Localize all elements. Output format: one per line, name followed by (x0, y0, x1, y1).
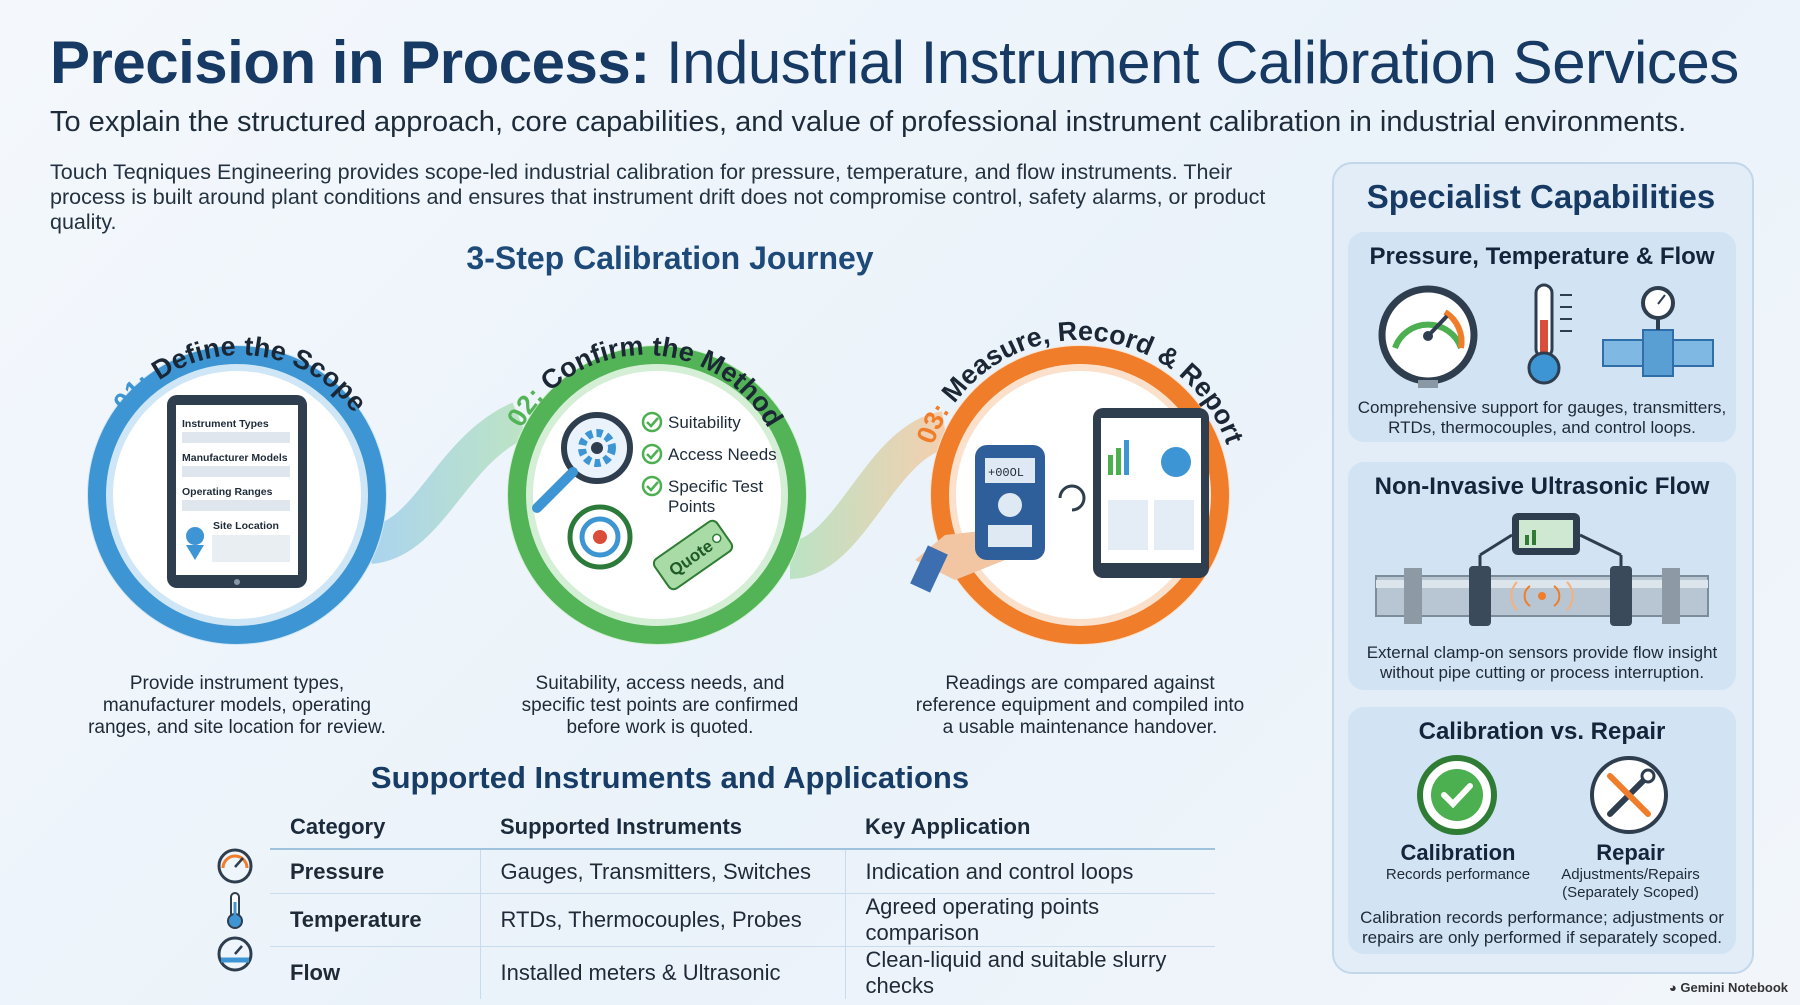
row-instruments: RTDs, Thermocouples, Probes (479, 893, 845, 947)
row-application: Agreed operating points comparison (844, 893, 1215, 947)
step-3-description: Readings are compared against reference … (915, 673, 1245, 738)
card-2-text: External clamp-on sensors provide flow i… (1366, 643, 1718, 682)
step-1-description: Provide instrument types, manufacturer m… (88, 673, 386, 738)
journey-heading: 3-Step Calibration Journey (466, 240, 874, 276)
row-instruments: Gauges, Transmitters, Switches (479, 849, 845, 894)
row-application: Indication and control loops (844, 849, 1215, 894)
table-header-row: Category Supported Instruments Key Appli… (270, 806, 1215, 850)
report-tablet-icon (1093, 408, 1209, 578)
title-bold: Precision in Process: (50, 29, 650, 96)
check-icon-3 (641, 475, 663, 497)
row-instruments: Installed meters & Ultrasonic (479, 946, 845, 999)
pressure-gauge-icon (1378, 285, 1478, 388)
instruments-table: Category Supported Instruments Key Appli… (270, 806, 1215, 999)
repair-sublabel: Adjustments/Repairs (Separately Scoped) (1561, 866, 1700, 901)
page-subtitle: To explain the structured approach, core… (50, 106, 1687, 138)
target-icon (567, 504, 633, 570)
thermometer-icon (227, 892, 243, 929)
thermometer-icon (1527, 283, 1572, 385)
form-field-1: Instrument Types (182, 418, 269, 430)
footer-brand: ◕ Gemini Notebook (1669, 980, 1788, 995)
step-2-description: Suitability, access needs, and specific … (521, 673, 799, 738)
meter-reading: +00OL (988, 466, 1024, 480)
calibration-check-icon (1417, 755, 1497, 835)
step-3-circle: +00OL (910, 345, 1230, 645)
step-1-circle: Instrument Types Manufacturer Models Ope… (87, 345, 387, 645)
table-row: Pressure Gauges, Transmitters, Switches … (270, 849, 1215, 894)
card-1-icons (1378, 283, 1714, 388)
card-1-text: Comprehensive support for gauges, transm… (1357, 398, 1727, 437)
capabilities-title: Specialist Capabilities (1366, 178, 1716, 215)
card-2-title: Non-Invasive Ultrasonic Flow (1374, 473, 1710, 500)
capability-card-3 (1348, 707, 1736, 954)
checklist-item-3b: Points (668, 497, 715, 516)
check-icon-1 (641, 411, 663, 433)
checklist-item-1: Suitability (668, 413, 741, 432)
card-3-text: Calibration records performance; adjustm… (1360, 908, 1724, 947)
connector-2-3 (787, 411, 950, 579)
check-icon-2 (641, 443, 663, 465)
column-header: Category (270, 806, 480, 850)
form-field-2: Manufacturer Models (182, 452, 288, 464)
form-field-3: Operating Ranges (182, 486, 273, 498)
repair-label: Repair (1596, 840, 1665, 865)
checklist-item-2: Access Needs (668, 445, 777, 464)
calibration-sublabel: Records performance (1385, 866, 1531, 883)
calibration-repair-icons (1417, 755, 1668, 835)
form-field-4: Site Location (213, 520, 279, 532)
instruments-heading: Supported Instruments and Applications (370, 760, 970, 795)
card-3-title: Calibration vs. Repair (1418, 718, 1666, 745)
row-application: Clean-liquid and suitable slurry checks (844, 946, 1215, 999)
pressure-gauge-icon (217, 848, 253, 884)
card-1-title: Pressure, Temperature & Flow (1369, 243, 1715, 270)
flow-gauge-icon (217, 936, 253, 972)
magnifier-gear-icon (532, 412, 633, 513)
refresh-icon (1058, 484, 1086, 512)
checklist-item-3a: Specific Test (668, 477, 763, 496)
intro-paragraph: Touch Teqniques Engineering provides sco… (50, 160, 1266, 234)
calibration-block: Calibration Records performance (1368, 840, 1548, 883)
column-header: Key Application (845, 806, 1215, 850)
repair-tools-icon (1590, 756, 1668, 834)
page-title: Precision in Process: Industrial Instrum… (50, 28, 1739, 97)
journey-graphic: Instrument Types Manufacturer Models Ope… (87, 316, 1249, 645)
connector-1-2 (366, 402, 529, 564)
ultrasonic-flow-icon (1375, 513, 1709, 626)
column-header: Supported Instruments (480, 806, 845, 850)
step-2-circle: Suitability Access Needs Specific Test P… (507, 345, 807, 645)
table-row: Temperature RTDs, Thermocouples, Probes … (270, 893, 1215, 947)
location-pin-icon (186, 527, 205, 560)
row-category: Flow (290, 960, 341, 985)
table-row: Flow Installed meters & Ultrasonic Clean… (270, 946, 1215, 999)
multimeter-icon: +00OL (910, 445, 1045, 593)
flow-meter-icon (1602, 286, 1714, 377)
title-rest: Industrial Instrument Calibration Servic… (665, 29, 1739, 96)
footer-brand-label: Gemini Notebook (1680, 980, 1788, 995)
row-category: Temperature (270, 893, 480, 947)
calibration-label: Calibration (1400, 840, 1516, 865)
gemini-logo-icon: ◕ (1668, 980, 1677, 995)
row-category: Pressure (270, 849, 480, 894)
repair-block: Repair Adjustments/Repairs (Separately S… (1548, 840, 1713, 902)
